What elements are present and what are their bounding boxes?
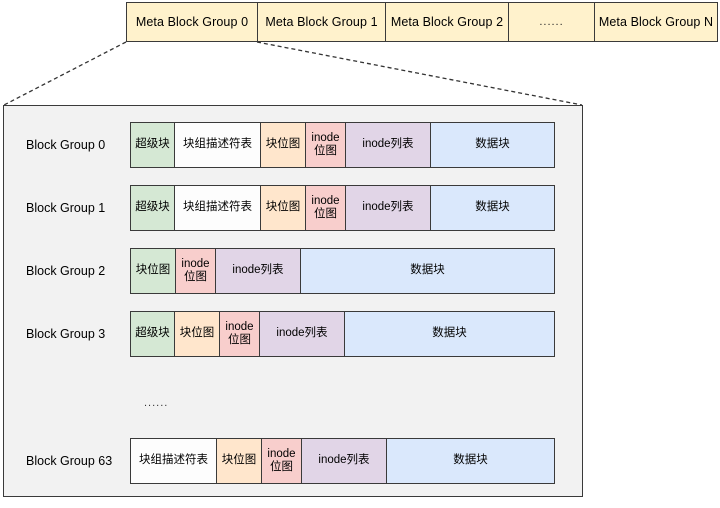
block-segment: 超级块 xyxy=(130,311,174,357)
block-segment: inode列表 xyxy=(215,248,300,294)
block-segment: 块组描述符表 xyxy=(174,185,260,231)
meta-block-group-ellipsis: ...... xyxy=(508,2,594,42)
block-segment: 块位图 xyxy=(260,122,305,168)
block-segment: 块位图 xyxy=(174,311,219,357)
block-segment: inode 位图 xyxy=(305,185,345,231)
connector-line-right xyxy=(256,41,583,106)
block-segment: inode列表 xyxy=(259,311,344,357)
block-segment: inode 位图 xyxy=(175,248,215,294)
block-segment: 块位图 xyxy=(216,438,261,484)
block-segment: inode列表 xyxy=(345,122,430,168)
block-segment: inode 位图 xyxy=(305,122,345,168)
block-group-row-label: Block Group 0 xyxy=(26,138,106,152)
connector-line-left xyxy=(3,41,127,106)
block-segment: 数据块 xyxy=(430,122,555,168)
block-segment: inode列表 xyxy=(345,185,430,231)
block-segment: 超级块 xyxy=(130,185,174,231)
block-segment: 数据块 xyxy=(300,248,555,294)
block-segment: inode列表 xyxy=(301,438,386,484)
block-segment: 数据块 xyxy=(430,185,555,231)
block-group-row-label: Block Group 63 xyxy=(26,454,113,468)
block-segment: 超级块 xyxy=(130,122,174,168)
meta-block-group-cell: Meta Block Group 0 xyxy=(126,2,257,42)
block-group-row-label: Block Group 1 xyxy=(26,201,106,215)
block-segment: inode 位图 xyxy=(219,311,259,357)
block-group-row-label: Block Group 3 xyxy=(26,327,106,341)
meta-block-group-cell: Meta Block Group N xyxy=(594,2,718,42)
block-group-row-label: Block Group 2 xyxy=(26,264,106,278)
block-segment: 块位图 xyxy=(130,248,175,294)
block-segment: inode 位图 xyxy=(261,438,301,484)
block-segment: 数据块 xyxy=(386,438,555,484)
block-segment: 数据块 xyxy=(344,311,555,357)
meta-block-group-cell: Meta Block Group 2 xyxy=(385,2,508,42)
block-segment: 块位图 xyxy=(260,185,305,231)
block-group-rows-ellipsis: ...... xyxy=(144,397,169,409)
block-segment: 块组描述符表 xyxy=(130,438,216,484)
meta-block-group-cell: Meta Block Group 1 xyxy=(257,2,385,42)
block-segment: 块组描述符表 xyxy=(174,122,260,168)
